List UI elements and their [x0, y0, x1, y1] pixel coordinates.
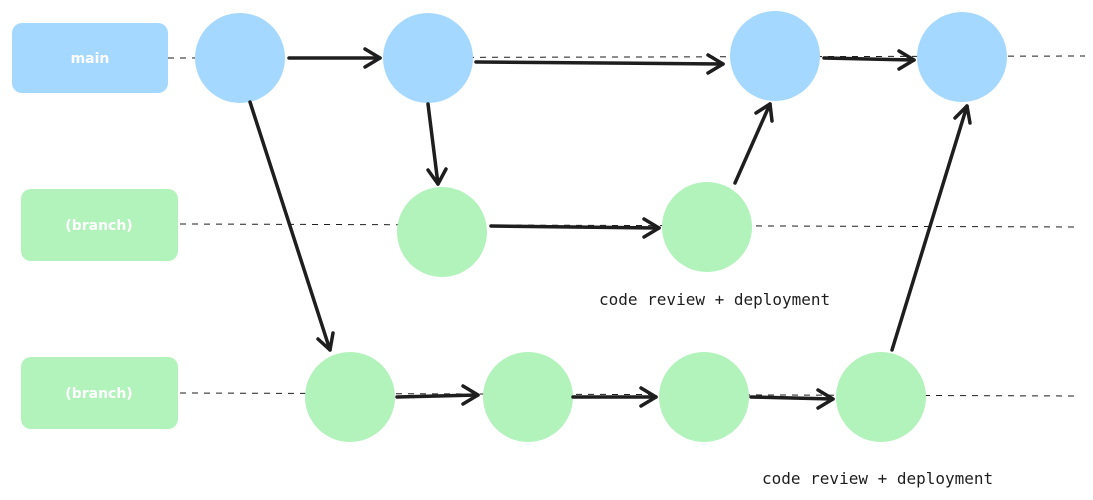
commit-branch-bottom-3: [659, 352, 749, 442]
lane-label-branch-top: (branch): [21, 189, 178, 261]
arrow-branch-bottom-4-to-main-4: [890, 104, 972, 352]
commit-branch-top-2: [662, 182, 752, 272]
annotation-review-top: code review + deployment: [599, 290, 830, 309]
lane-label-main: main: [12, 23, 168, 93]
arrow-branch-bottom-3-to-branch-bottom-4: [749, 388, 835, 410]
commit-main-4: [917, 12, 1007, 102]
arrow-main-2-to-branch-top-1: [426, 102, 448, 186]
arrow-main-1-to-main-2: [287, 47, 382, 69]
lane-label-branch-bottom-box: [21, 357, 178, 429]
lane-label-main-text: main: [71, 51, 110, 67]
lane-line-main: [167, 55, 1086, 59]
commit-branch-bottom-4: [836, 352, 926, 442]
arrow-branch-top-1-to-branch-top-2: [489, 217, 661, 239]
lane-label-branch-top-text: (branch): [65, 218, 132, 234]
lane-label-main-box: [12, 23, 168, 93]
lane-label-branch-bottom-text: (branch): [65, 386, 132, 402]
arrow-main-1-to-branch-bottom-1: [248, 100, 335, 352]
commit-main-2: [383, 13, 473, 103]
commit-branch-top-1: [397, 187, 487, 277]
arrow-branch-bottom-1-to-branch-bottom-2: [395, 384, 480, 406]
arrow-main-2-to-main-3: [474, 53, 725, 75]
annotation-review-bottom: code review + deployment: [762, 469, 993, 488]
arrow-branch-bottom-2-to-branch-bottom-3: [571, 386, 658, 408]
lane-line-branch-top: [179, 223, 1076, 228]
arrow-branch-top-2-to-main-3: [733, 102, 774, 185]
arrow-main-3-to-main-4: [822, 49, 916, 71]
lane-label-branch-bottom: (branch): [21, 357, 178, 429]
commit-main-1: [195, 13, 285, 103]
commit-main-3: [730, 11, 820, 101]
commit-branch-bottom-2: [483, 352, 573, 442]
commit-branch-bottom-1: [305, 352, 395, 442]
lane-label-branch-top-box: [21, 189, 178, 261]
